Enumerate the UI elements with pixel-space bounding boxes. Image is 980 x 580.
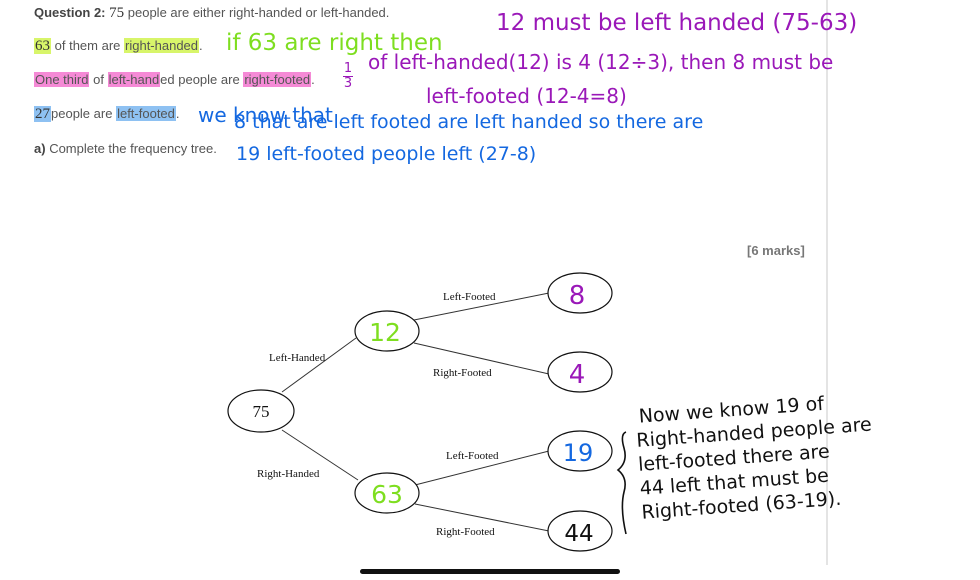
one-third-highlight: One third: [34, 72, 90, 87]
lh-right-footed-node: [547, 351, 613, 393]
branch-lh-left-footed-line: [413, 292, 550, 321]
rh-right-footed-node: [547, 510, 613, 552]
answer-right-handed: 63: [371, 480, 403, 509]
note-fraction: 1 3: [343, 62, 353, 91]
intro-text: people are either right-handed or left-h…: [127, 5, 390, 20]
left-footed-number: 27: [34, 106, 51, 122]
fraction-bar: [343, 76, 353, 77]
answer-rh-left-footed: 19: [563, 439, 594, 467]
answer-lh-left-footed: 8: [569, 281, 586, 311]
label-lh-right-footed: Right-Footed: [433, 367, 492, 379]
total-people-number: 75: [109, 5, 125, 21]
label-rh-right-footed: Right-Footed: [436, 526, 495, 538]
label-right-handed: Right-Handed: [257, 468, 320, 480]
right-footed-highlight: right-footed: [243, 72, 312, 87]
fraction-numerator: 1: [343, 61, 353, 76]
note-purple-2: of left-handed(12) is 4 (12÷3), then 8 m…: [368, 50, 834, 74]
note-purple-1: 12 must be left handed (75-63): [496, 10, 858, 36]
question-line-right-handed: 63 of them are right-handed.: [34, 38, 203, 54]
note-green: if 63 are right then: [226, 30, 443, 56]
answer-rh-right-footed: 44: [564, 521, 593, 547]
question-label: Question 2:: [34, 5, 106, 20]
left-handed-highlight: left-hand: [107, 72, 161, 87]
note-blue-1: we know that: [198, 103, 333, 127]
branch-rh-right-footed-line: [414, 503, 550, 532]
note-purple-3: left-footed (12-4=8): [426, 84, 627, 108]
fraction-denominator: 3: [343, 76, 353, 91]
right-handed-node: [354, 472, 420, 514]
answer-left-handed: 12: [369, 318, 401, 347]
left-handed-node: [354, 310, 420, 352]
note-blue-2: 8 that are left footed are left handed s…: [234, 111, 704, 133]
question-line-one-third: One third of left-handed people are righ…: [34, 72, 315, 87]
branch-lh-right-footed-line: [413, 342, 550, 375]
label-rh-left-footed: Left-Footed: [446, 450, 499, 462]
right-handed-number: 63: [34, 38, 51, 54]
left-footed-highlight: left-footed: [116, 106, 176, 121]
branch-rh-left-footed-line: [414, 450, 550, 486]
line3-text-1: of: [93, 72, 104, 87]
question-intro: Question 2: 75 people are either right-h…: [34, 5, 389, 22]
line4-text: people are: [51, 106, 113, 121]
answer-lh-right-footed: 4: [569, 360, 586, 390]
rh-left-footed-node: [547, 430, 613, 472]
part-a-instruction: a) Complete the frequency tree.: [34, 141, 217, 156]
home-indicator-bar[interactable]: [360, 569, 620, 574]
part-a-text: Complete the frequency tree.: [49, 141, 217, 156]
root-node: [227, 389, 295, 433]
page-edge-divider: [826, 0, 828, 565]
marks-badge: [6 marks]: [747, 243, 805, 258]
branch-left-handed-line: [281, 337, 357, 393]
lh-left-footed-node: [547, 272, 613, 314]
curly-brace-icon: [616, 431, 627, 535]
part-a-label: a): [34, 141, 46, 156]
question-line-left-footed: 27people are left-footed.: [34, 106, 180, 122]
line2-text: of them are: [54, 38, 121, 53]
note-blue-3: 19 left-footed people left (27-8): [236, 143, 537, 165]
label-lh-left-footed: Left-Footed: [443, 291, 496, 303]
line3-text-2: ed people are: [160, 72, 240, 87]
branch-right-handed-line: [281, 429, 359, 481]
label-left-handed: Left-Handed: [269, 352, 326, 364]
root-value: 75: [253, 402, 270, 421]
right-handed-highlight: right-handed: [124, 38, 200, 53]
